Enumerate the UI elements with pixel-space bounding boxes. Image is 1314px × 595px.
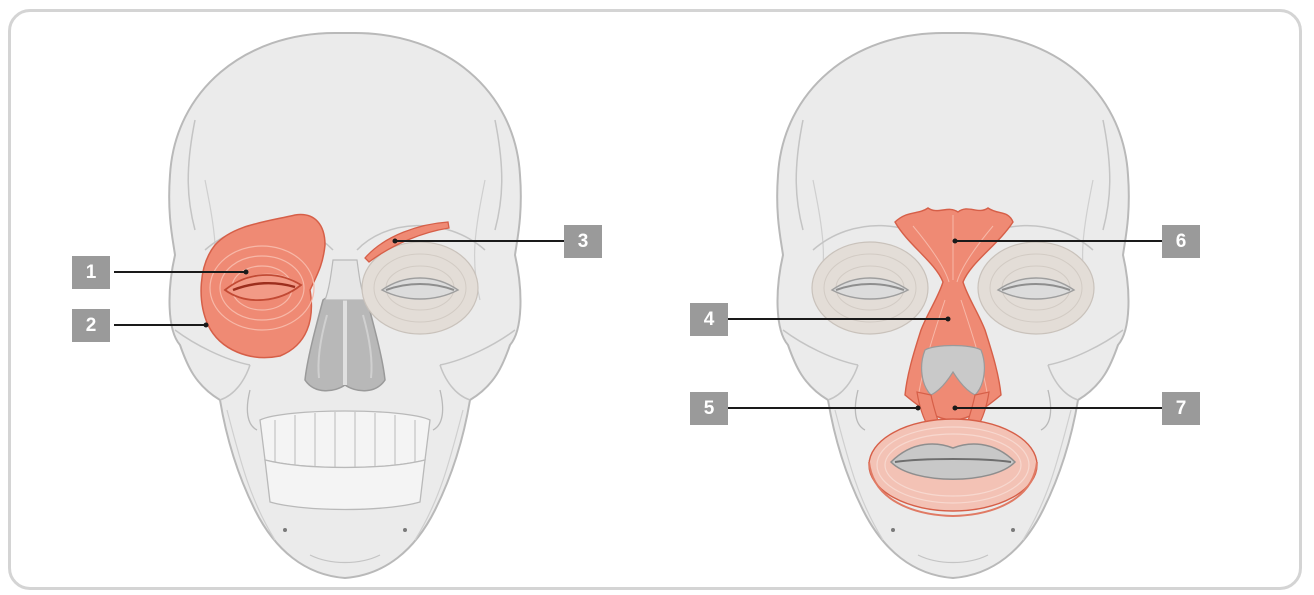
label-5: 5 (690, 392, 728, 425)
label-6: 6 (1162, 225, 1200, 258)
teeth (260, 411, 430, 510)
label-2: 2 (72, 309, 110, 342)
label-4: 4 (690, 303, 728, 336)
label-7: 7 (1162, 392, 1200, 425)
left-skull (169, 33, 521, 578)
orbicularis-oris-muscle (869, 419, 1037, 516)
label-3: 3 (564, 225, 602, 258)
right-skull (777, 33, 1129, 578)
label-1: 1 (72, 256, 110, 289)
